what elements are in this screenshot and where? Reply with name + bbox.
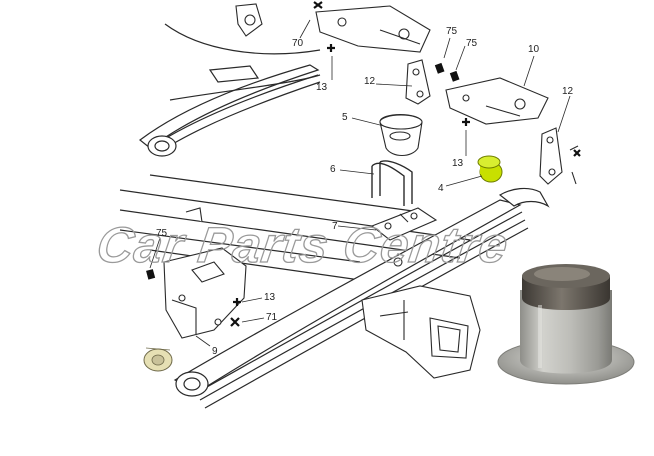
callout-75-left: 75 [156, 228, 168, 239]
callout-71: 71 [266, 312, 278, 323]
callout-12-right: 12 [562, 86, 574, 97]
clamp-plate-7 [370, 207, 438, 241]
clip-75 [146, 62, 460, 280]
callout-70: 70 [292, 38, 304, 49]
axle-beam [119, 174, 471, 281]
watermark-text: Car Parts Centre [94, 217, 512, 273]
bump-stop-5 [379, 113, 423, 157]
u-bolt-6 [371, 160, 413, 206]
callout-9: 9 [212, 346, 218, 357]
callout-12-top: 12 [364, 76, 376, 87]
callout-75-top-b: 75 [466, 38, 478, 49]
leader-lines [149, 19, 571, 347]
callout-labels: 70 75 75 10 12 12 13 5 13 6 4 7 75 13 71… [156, 26, 574, 357]
spring-plate-10 [445, 77, 549, 125]
callout-10: 10 [528, 44, 540, 55]
callout-13-mid: 13 [452, 158, 464, 169]
callout-13-bottom: 13 [264, 292, 276, 303]
bush-cream-lower-left [143, 347, 173, 372]
callout-5: 5 [342, 112, 348, 123]
callout-75-top: 75 [446, 26, 458, 37]
shackle-plate-12-top [405, 59, 431, 105]
fastener-markers-71 [230, 1, 581, 327]
front-leaf-spring [173, 187, 550, 409]
axle-mount-bracket [361, 257, 481, 379]
bush-4-highlighted [477, 155, 503, 183]
callout-7: 7 [332, 221, 338, 232]
bush-product-photo [497, 264, 635, 385]
shackle-plate-12-right [539, 127, 579, 185]
callout-6: 6 [330, 164, 336, 175]
fastener-markers-13 [233, 44, 470, 306]
callout-13-top: 13 [316, 82, 328, 93]
spring-plate-upper-left [235, 3, 431, 53]
rear-leaf-spring [139, 23, 321, 157]
spring-hanger-9 [163, 207, 247, 339]
callout-4: 4 [438, 183, 444, 194]
